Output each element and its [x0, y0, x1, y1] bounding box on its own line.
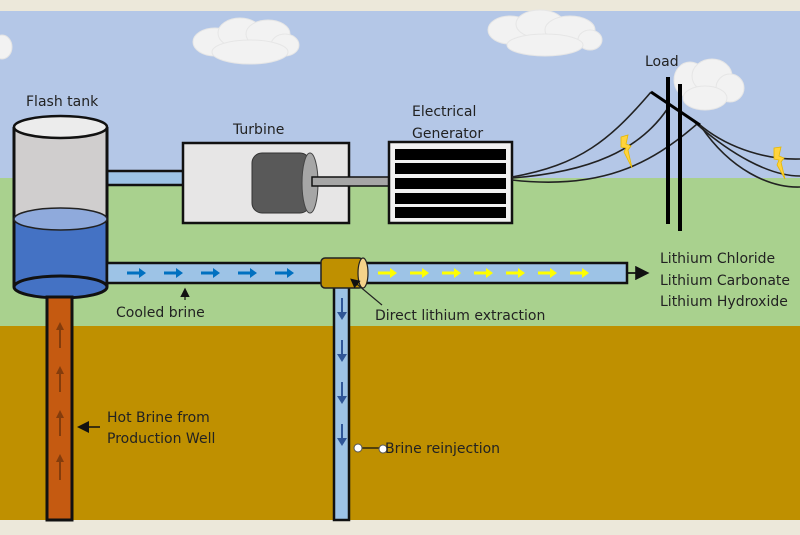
flow-arrow-icon [201, 268, 220, 278]
arrow-down-icon [337, 382, 347, 404]
lightning-icon [773, 146, 786, 180]
flow-arrow-icon [238, 268, 257, 278]
flow-arrow-icon [410, 268, 429, 278]
electrical-generator [387, 140, 514, 225]
water-surface [13, 207, 108, 231]
lithium-flow-arrows [378, 268, 589, 278]
turbine-label: Turbine [232, 122, 284, 138]
product-lithium-chloride: Lithium Chloride [660, 251, 775, 267]
product-lithium-carbonate: Lithium Carbonate [660, 273, 790, 289]
soil [0, 326, 800, 520]
product-lithium-hydroxide: Lithium Hydroxide [660, 294, 788, 310]
connector-handle [378, 444, 388, 454]
turbine-rotor-icon [251, 152, 319, 214]
flash-tank [12, 114, 109, 300]
dle-label: Direct lithium extraction [375, 308, 545, 324]
flow-arrow-icon [164, 268, 183, 278]
cloud-right-icon [487, 9, 603, 57]
dle-unit [320, 257, 369, 289]
generator-label-line2: Generator [412, 126, 483, 142]
flow-arrow-icon [378, 268, 397, 278]
arrow-down-icon [337, 298, 347, 320]
flow-arrow-icon [474, 268, 493, 278]
arrow-up-icon [56, 322, 64, 348]
production-flow-arrows [56, 322, 64, 480]
flow-arrow-icon [442, 268, 461, 278]
reinjection-flow-arrows [337, 298, 347, 446]
tank-lid [12, 114, 109, 140]
crossarm [650, 90, 701, 127]
cloud-left-icon [0, 34, 13, 60]
arrow-down-icon [337, 340, 347, 362]
lightning-icon [620, 134, 633, 169]
generator-label-line1: Electrical [412, 104, 476, 120]
arrow-down-icon [337, 424, 347, 446]
load-label: Load [645, 54, 679, 70]
flow-arrow-icon [275, 268, 294, 278]
flow-arrow-icon [570, 268, 589, 278]
arrow-up-icon [56, 454, 64, 480]
dle-pointer [350, 278, 383, 306]
arrow-up-icon [56, 410, 64, 436]
flow-arrow-icon [538, 268, 557, 278]
steam-pipe [103, 169, 187, 187]
cooled-brine-label: Cooled brine [116, 305, 205, 321]
hot-brine-label-line1: Hot Brine from [107, 410, 210, 426]
flash-tank-label: Flash tank [26, 94, 99, 110]
arrow-up-icon [56, 366, 64, 392]
flow-arrow-icon [127, 268, 146, 278]
drive-shaft [311, 176, 393, 187]
connector-handle [353, 443, 363, 453]
cooled-brine-flow-arrows [127, 268, 294, 278]
flow-arrow-icon [506, 268, 525, 278]
cloud-center-icon [192, 17, 300, 65]
reinjection-label: Brine reinjection [385, 441, 500, 457]
hot-brine-label-line2: Production Well [107, 431, 215, 447]
